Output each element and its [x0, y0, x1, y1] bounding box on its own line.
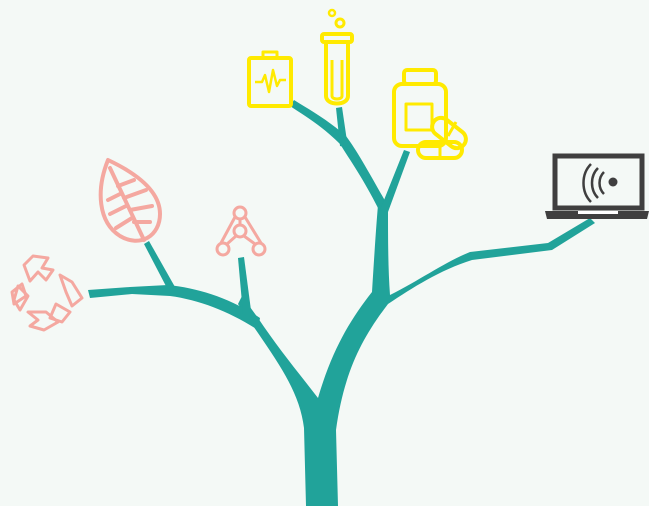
branch-pills	[380, 150, 410, 212]
recycle-icon	[12, 256, 82, 330]
pill-bottle-icon	[394, 70, 470, 158]
leaf-icon	[101, 160, 160, 241]
branch-test-tube	[336, 107, 348, 148]
laptop-wireless-icon	[545, 156, 649, 219]
clipboard-heartbeat-icon	[249, 52, 291, 106]
test-tube-icon	[322, 10, 352, 104]
branch-left	[88, 285, 260, 330]
tree-trunk	[238, 205, 595, 506]
branch-leaf	[144, 241, 175, 290]
tree	[88, 100, 595, 506]
molecule-icon	[217, 207, 265, 255]
